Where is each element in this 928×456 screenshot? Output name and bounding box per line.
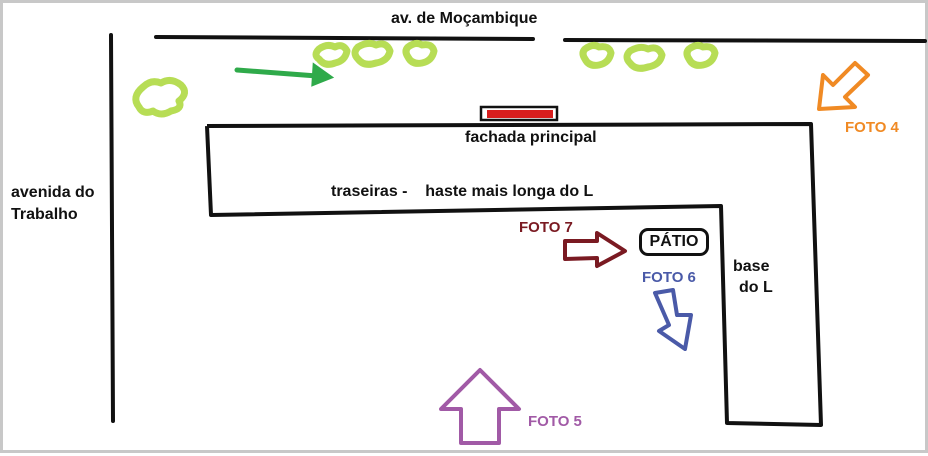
tree xyxy=(132,76,188,118)
base-label-line2: do L xyxy=(739,279,773,296)
tree xyxy=(312,41,351,68)
entrance-marker xyxy=(479,105,559,122)
fachada-label: fachada principal xyxy=(465,129,597,146)
foto4-arrow-icon xyxy=(817,61,870,111)
street-left-label-line1: avenida do xyxy=(11,184,95,201)
traseiras-label: traseiras - haste mais longa do L xyxy=(331,183,594,200)
base-label-line1: base xyxy=(733,258,770,275)
tree xyxy=(402,39,438,67)
tree xyxy=(683,41,719,69)
entrance-red-bar xyxy=(487,110,553,118)
foto6-arrow-icon xyxy=(653,288,693,351)
street-top-right-line xyxy=(563,38,927,43)
foto6-label: FOTO 6 xyxy=(642,269,696,286)
foto5-arrow-icon xyxy=(439,368,521,445)
patio-label: PÁTIO xyxy=(639,228,709,256)
trees xyxy=(132,39,719,118)
street-top-label: av. de Moçambique xyxy=(391,10,538,27)
foto7-label: FOTO 7 xyxy=(519,219,573,236)
street-left-label-line2: Trabalho xyxy=(11,206,78,223)
sketch-drawing xyxy=(109,33,927,445)
foto4-label: FOTO 4 xyxy=(845,119,899,136)
green-arrow-icon xyxy=(234,62,335,87)
tree xyxy=(579,41,615,69)
tree xyxy=(351,39,394,68)
foto5-label: FOTO 5 xyxy=(528,413,582,430)
tree xyxy=(623,43,666,72)
street-top-left-line xyxy=(154,35,535,41)
building-outline xyxy=(205,122,823,427)
street-left-line xyxy=(109,33,115,423)
foto7-arrow-icon xyxy=(563,231,627,268)
